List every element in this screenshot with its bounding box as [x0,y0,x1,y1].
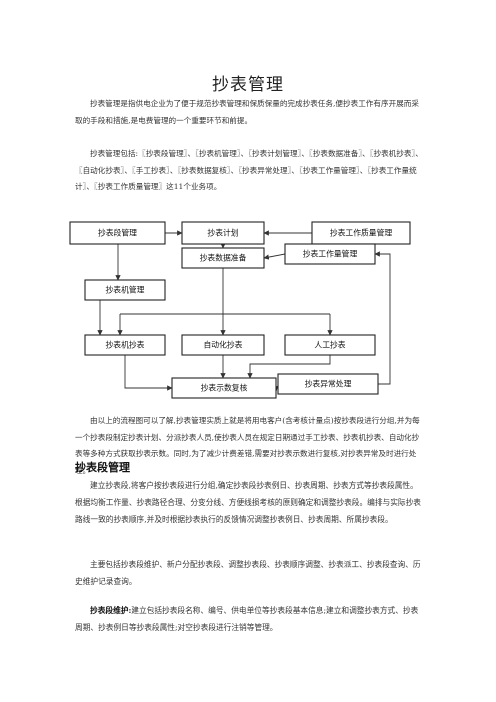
flow-node-label: 抄表工作量管理 [303,249,358,259]
flow-node-box [181,221,265,245]
flow-node-workload: 抄表工作量管理 [284,243,376,265]
flow-node-auto: 自动化抄表 [181,334,265,356]
flow-node-manual: 人工抄表 [284,334,376,356]
after-chart-paragraph: 由以上的流程图可以了解,抄表管理实质上就是将用电客户(含考核计量点)按抄表段进行… [75,416,420,475]
flow-edge [374,251,391,385]
flow-node-label: 抄表计划 [207,228,238,238]
flow-node-prep: 抄表数据准备 [181,247,265,269]
flow-node-quality: 抄表工作质量管理 [311,221,411,245]
flow-node-exception: 抄表异常处理 [277,373,379,395]
flow-node-machine: 抄表机抄表 [84,334,166,356]
flow-node-label: 抄表示数复核 [201,383,248,393]
section-item-paragraph: 抄表段维护:建立包括抄表段名称、编号、供电单位等抄表段基本信息;建立和调整抄表方… [75,603,423,637]
flowchart-edges [97,230,391,392]
flow-node-review: 抄表示数复核 [171,377,277,399]
intro-paragraph-1: 抄表管理是指供电企业为了便于规范抄表管理和保质保量的完成抄表任务,便抄表工作有序… [75,99,419,125]
flow-node-box [181,334,265,356]
flow-node-box [69,221,166,245]
flow-node-label: 自动化抄表 [204,340,243,350]
item-lead: 抄表段维护: [90,606,132,615]
flow-node-box [277,373,379,395]
flow-node-label: 抄表异常处理 [305,379,352,389]
flow-node-box [84,334,166,356]
section-heading: 抄表段管理 [75,461,130,474]
flow-node-label: 人工抄表 [314,340,345,350]
flow-edge [124,355,173,391]
flow-node-label: 抄表机抄表 [106,340,145,350]
flow-node-box [171,377,277,399]
flow-node-label: 抄表机管理 [106,285,145,295]
flow-edge [247,355,331,379]
flow-node-plan: 抄表计划 [181,221,265,245]
flow-node-label: 抄表工作质量管理 [330,228,393,238]
section-paragraph-1: 建立抄表段,将客户按抄表段进行分组,确定抄表段抄表例日、抄表周期、抄表方式等抄表… [75,481,421,524]
item-text: 建立包括抄表段名称、编号、供电单位等抄表段基本信息;建立和调整抄表方式、抄表周期… [75,606,419,632]
section-paragraph-2: 主要包括抄表段维护、新户分配抄表段、调整抄表段、抄表顺序调整、抄表派工、抄表段查… [75,560,421,586]
flow-node-box [181,247,265,269]
flow-node-device: 抄表机管理 [84,279,166,301]
flow-edge [263,253,286,260]
flow-node-box [284,334,376,356]
flow-node-box [84,279,166,301]
flow-node-segment: 抄表段管理 [69,221,166,245]
page-title: 抄表管理 [212,75,284,95]
intro-paragraph-2: 抄表管理包括:〖抄表段管理〗、〖抄表机管理〗、〖抄表计划管理〗、〖抄表数据准备〗… [75,149,423,191]
flow-node-label: 抄表数据准备 [200,253,247,263]
flow-node-label: 抄表段管理 [98,228,137,238]
flow-node-box [284,243,376,265]
